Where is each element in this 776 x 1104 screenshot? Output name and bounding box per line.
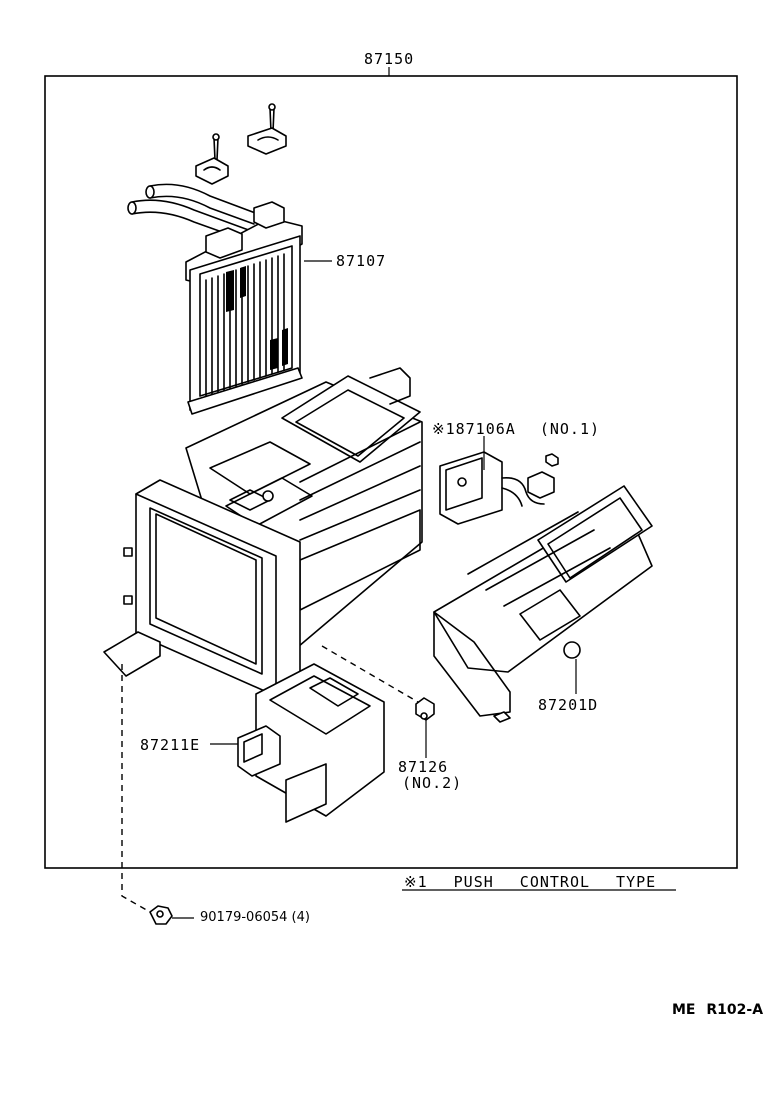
- screw-icon: [268, 103, 276, 133]
- part-label-87211e: 87211E: [140, 736, 201, 754]
- blower-resistor-icon: [439, 451, 559, 525]
- footnote-marker: ※1: [432, 420, 456, 438]
- heater-unit-case-icon: [103, 367, 423, 697]
- part-label-87106a: ※187106A (NO.1): [432, 422, 600, 437]
- part-quantity: (4): [291, 910, 310, 925]
- lower-duct-icon: [237, 663, 385, 823]
- footnote-word: CONTROL: [519, 873, 591, 891]
- screw-icon: [212, 133, 220, 161]
- page-code-prefix: ME: [672, 1002, 696, 1018]
- nut-icon: [149, 905, 173, 925]
- part-number: 87106A: [455, 420, 516, 438]
- footnote-marker: ※1: [404, 873, 428, 891]
- dashed-alignment-line: [321, 645, 419, 703]
- clip-icon: [415, 697, 435, 721]
- part-qualifier-no2: (NO.2): [402, 774, 463, 792]
- footnote-word: PUSH: [453, 873, 494, 891]
- part-label-90179-06054: 90179-06054 (4): [200, 911, 310, 924]
- pipe-clamp-icon: [247, 127, 287, 155]
- part-label-87126: 87126: [398, 758, 449, 776]
- blower-duct-icon: [433, 485, 653, 723]
- assembly-part-number: 87150: [364, 50, 415, 68]
- dashed-alignment-line: [121, 664, 151, 913]
- part-qualifier: (NO.1): [539, 420, 601, 438]
- footnote: ※1 PUSH CONTROL TYPE: [404, 875, 656, 890]
- part-number: 90179-06054: [200, 910, 288, 925]
- pipe-clamp-icon: [195, 157, 229, 185]
- heater-core-icon: [127, 183, 303, 415]
- assembly-frame: [44, 75, 738, 869]
- page-code-number: R102-A: [706, 1002, 764, 1018]
- page-code: ME R102-A: [672, 1003, 763, 1017]
- footnote-word: TYPE: [616, 873, 657, 891]
- part-label-87107: 87107: [336, 252, 387, 270]
- part-label-87201d: 87201D: [538, 696, 599, 714]
